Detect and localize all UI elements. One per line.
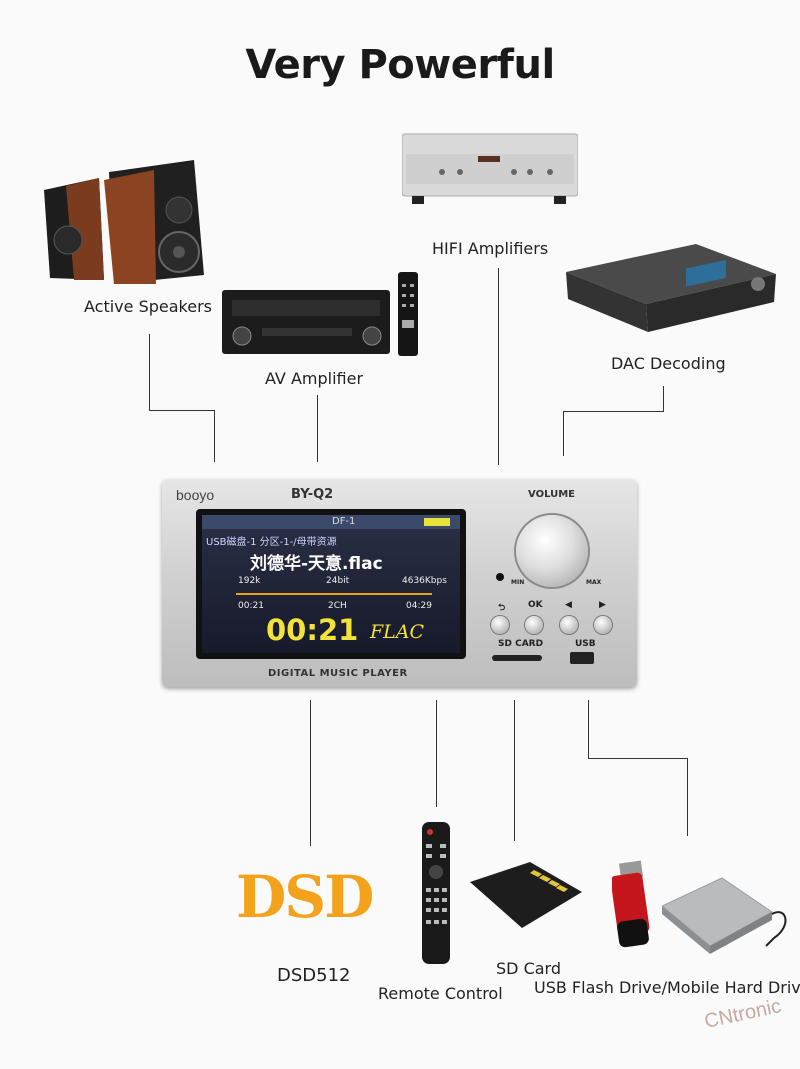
- big-time: 00:21: [266, 613, 359, 647]
- duration: 04:29: [406, 601, 432, 611]
- connector-line: [563, 411, 664, 412]
- back-button[interactable]: [491, 616, 509, 634]
- sd-card-slot-label: SD CARD: [498, 639, 544, 649]
- av-amplifier-label: AV Amplifier: [265, 369, 364, 388]
- active-speakers-image: [44, 160, 206, 288]
- ir-sensor-icon: [496, 573, 504, 581]
- sd-card-label: SD Card: [496, 959, 561, 978]
- connector-line: [214, 410, 215, 462]
- sd-card-image: [470, 862, 582, 930]
- remote-control-label: Remote Control: [378, 984, 503, 1003]
- remote-control-image: [420, 820, 454, 966]
- elapsed-time: 00:21: [238, 601, 264, 611]
- music-player-device: booyo BY-Q2 VOLUME DF-1 USB磁盘-1 分区-1-/母带…: [162, 479, 637, 687]
- connector-line: [663, 386, 664, 412]
- battery-icon: [424, 518, 450, 526]
- dsd-logo: DSD: [236, 863, 374, 931]
- connector-line: [317, 395, 318, 462]
- volume-min-label: MIN: [511, 579, 525, 586]
- hifi-amplifiers-label: HIFI Amplifiers: [432, 239, 549, 258]
- sample-rate: 192k: [238, 576, 261, 586]
- next-button[interactable]: [594, 616, 612, 634]
- model-name: BY-Q2: [291, 487, 334, 502]
- usb-drive-label: USB Flash Drive/Mobile Hard Drive: [534, 978, 800, 997]
- connector-line: [588, 700, 589, 758]
- device-footer-text: DIGITAL MUSIC PLAYER: [268, 668, 408, 679]
- dac-image: [566, 244, 776, 332]
- status-text: DF-1: [332, 516, 356, 527]
- connector-line: [498, 268, 499, 465]
- track-title: 刘德华-天意.flac: [250, 554, 383, 574]
- connector-line: [687, 758, 688, 836]
- connector-line: [514, 700, 515, 841]
- page-title: Very Powerful: [245, 42, 555, 88]
- channels: 2CH: [328, 601, 347, 611]
- volume-max-label: MAX: [586, 579, 602, 586]
- volume-label: VOLUME: [528, 489, 575, 500]
- usb-port-label: USB: [575, 639, 596, 649]
- volume-knob[interactable]: [516, 515, 588, 587]
- dac-decoding-label: DAC Decoding: [611, 354, 726, 373]
- ok-label: OK: [528, 600, 543, 610]
- brand-logo: booyo: [176, 487, 215, 503]
- ok-button[interactable]: [525, 616, 543, 634]
- back-icon: ⮌: [498, 603, 506, 613]
- active-speakers-label: Active Speakers: [84, 297, 212, 316]
- sd-card-slot[interactable]: [492, 655, 542, 661]
- av-amplifier-image: [222, 270, 422, 358]
- connector-line: [563, 411, 564, 456]
- prev-button[interactable]: [560, 616, 578, 634]
- mobile-hard-drive-image: [661, 876, 792, 956]
- progress-bar: [236, 593, 432, 595]
- connector-line: [149, 410, 215, 411]
- usb-flash-drive-image: [610, 860, 658, 950]
- lcd-panel: DF-1 USB磁盘-1 分区-1-/母带资源 刘德华-天意.flac 192k…: [202, 515, 460, 653]
- status-bar: [202, 515, 460, 529]
- dsd512-label: DSD512: [277, 965, 351, 986]
- hifi-amplifier-image: [401, 130, 579, 208]
- format-badge: FLAC: [370, 621, 425, 643]
- connector-line: [310, 700, 311, 846]
- connector-line: [436, 700, 437, 807]
- bit-depth: 24bit: [326, 576, 350, 586]
- connector-line: [149, 334, 150, 410]
- next-icon: ▶: [599, 600, 606, 610]
- prev-icon: ◀: [565, 600, 572, 610]
- file-path: USB磁盘-1 分区-1-/母带资源: [206, 537, 337, 548]
- connector-line: [588, 758, 688, 759]
- watermark-logo: CNtronic: [702, 995, 784, 1033]
- bitrate: 4636Kbps: [402, 576, 447, 586]
- usb-port[interactable]: [570, 652, 594, 664]
- display-screen: DF-1 USB磁盘-1 分区-1-/母带资源 刘德华-天意.flac 192k…: [196, 509, 466, 659]
